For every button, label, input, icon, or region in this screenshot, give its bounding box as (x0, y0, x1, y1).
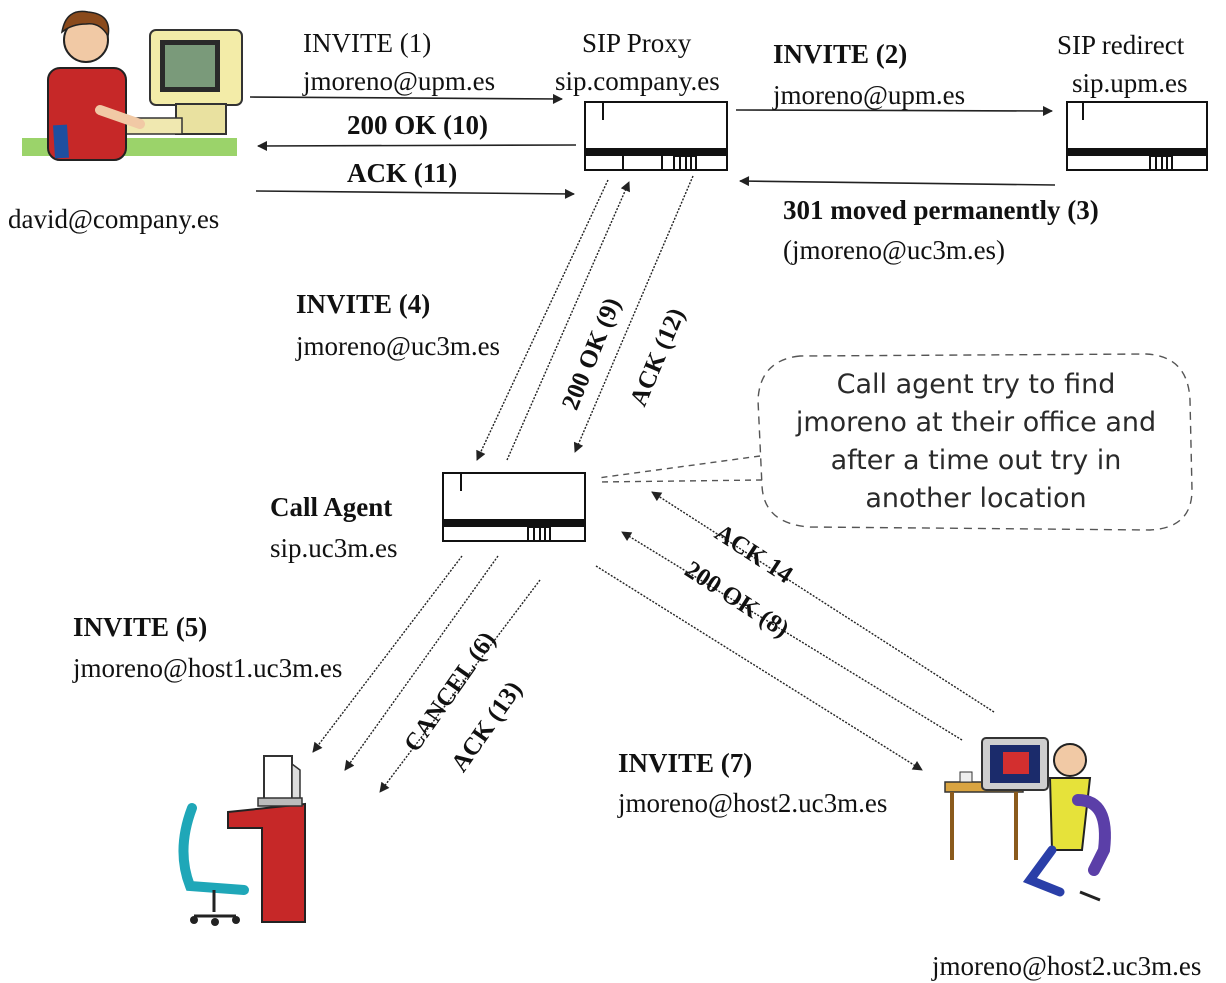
arrow-invite-7 (596, 566, 922, 770)
label-invite-2: INVITE (2) (773, 41, 907, 68)
caller-computer-icon (22, 11, 242, 160)
arrow-moved-3 (740, 181, 1055, 185)
label-moved-3: 301 moved permanently (3) (783, 197, 1099, 224)
label-invite-7-address: jmoreno@host2.uc3m.es (618, 790, 887, 817)
label-invite-5: INVITE (5) (73, 614, 207, 641)
sip-redirect-title: SIP redirect (1057, 32, 1184, 59)
label-invite-5-address: jmoreno@host1.uc3m.es (73, 655, 342, 682)
note-line: after a time out try in (776, 442, 1176, 480)
server-icon (585, 102, 727, 170)
arrow-invite-1 (250, 97, 562, 99)
sip-proxy-host: sip.company.es (555, 68, 720, 95)
label-ok-10: 200 OK (10) (347, 112, 488, 139)
label-invite-2-address: jmoreno@upm.es (773, 82, 965, 109)
sip-proxy-title: SIP Proxy (582, 30, 691, 57)
sip-redirect-host: sip.upm.es (1072, 70, 1188, 97)
server-icon (443, 473, 585, 541)
empty-workstation-icon (183, 756, 305, 926)
label-invite-1: INVITE (1) (303, 30, 431, 57)
note-pointer-upper (598, 456, 760, 478)
label-invite-4-address: jmoreno@uc3m.es (296, 333, 500, 360)
note-line: Call agent try to find (776, 366, 1176, 404)
note-line: another location (776, 480, 1176, 518)
label-ack-11: ACK (11) (347, 160, 457, 187)
callee-computer-icon (945, 738, 1105, 900)
note-line: jmoreno at their office and (776, 404, 1176, 442)
note-pointer-lower (598, 480, 762, 482)
caller-address: david@company.es (8, 206, 219, 233)
arrow-invite-2 (736, 110, 1052, 111)
label-moved-3-target: (jmoreno@uc3m.es) (783, 237, 1005, 264)
arrow-ok-10 (258, 145, 576, 146)
callee-address: jmoreno@host2.uc3m.es (932, 953, 1201, 980)
arrow-ack-11 (256, 191, 574, 194)
label-invite-1-address: jmoreno@upm.es (303, 68, 495, 95)
label-invite-7: INVITE (7) (618, 750, 752, 777)
arrow-invite-4 (477, 180, 608, 460)
label-invite-4: INVITE (4) (296, 291, 430, 318)
arrow-ack-14 (652, 492, 994, 712)
call-agent-title: Call Agent (270, 494, 392, 521)
note-text: Call agent try to find jmoreno at their … (776, 366, 1176, 518)
server-icon (1067, 102, 1207, 170)
call-agent-host: sip.uc3m.es (270, 535, 398, 562)
